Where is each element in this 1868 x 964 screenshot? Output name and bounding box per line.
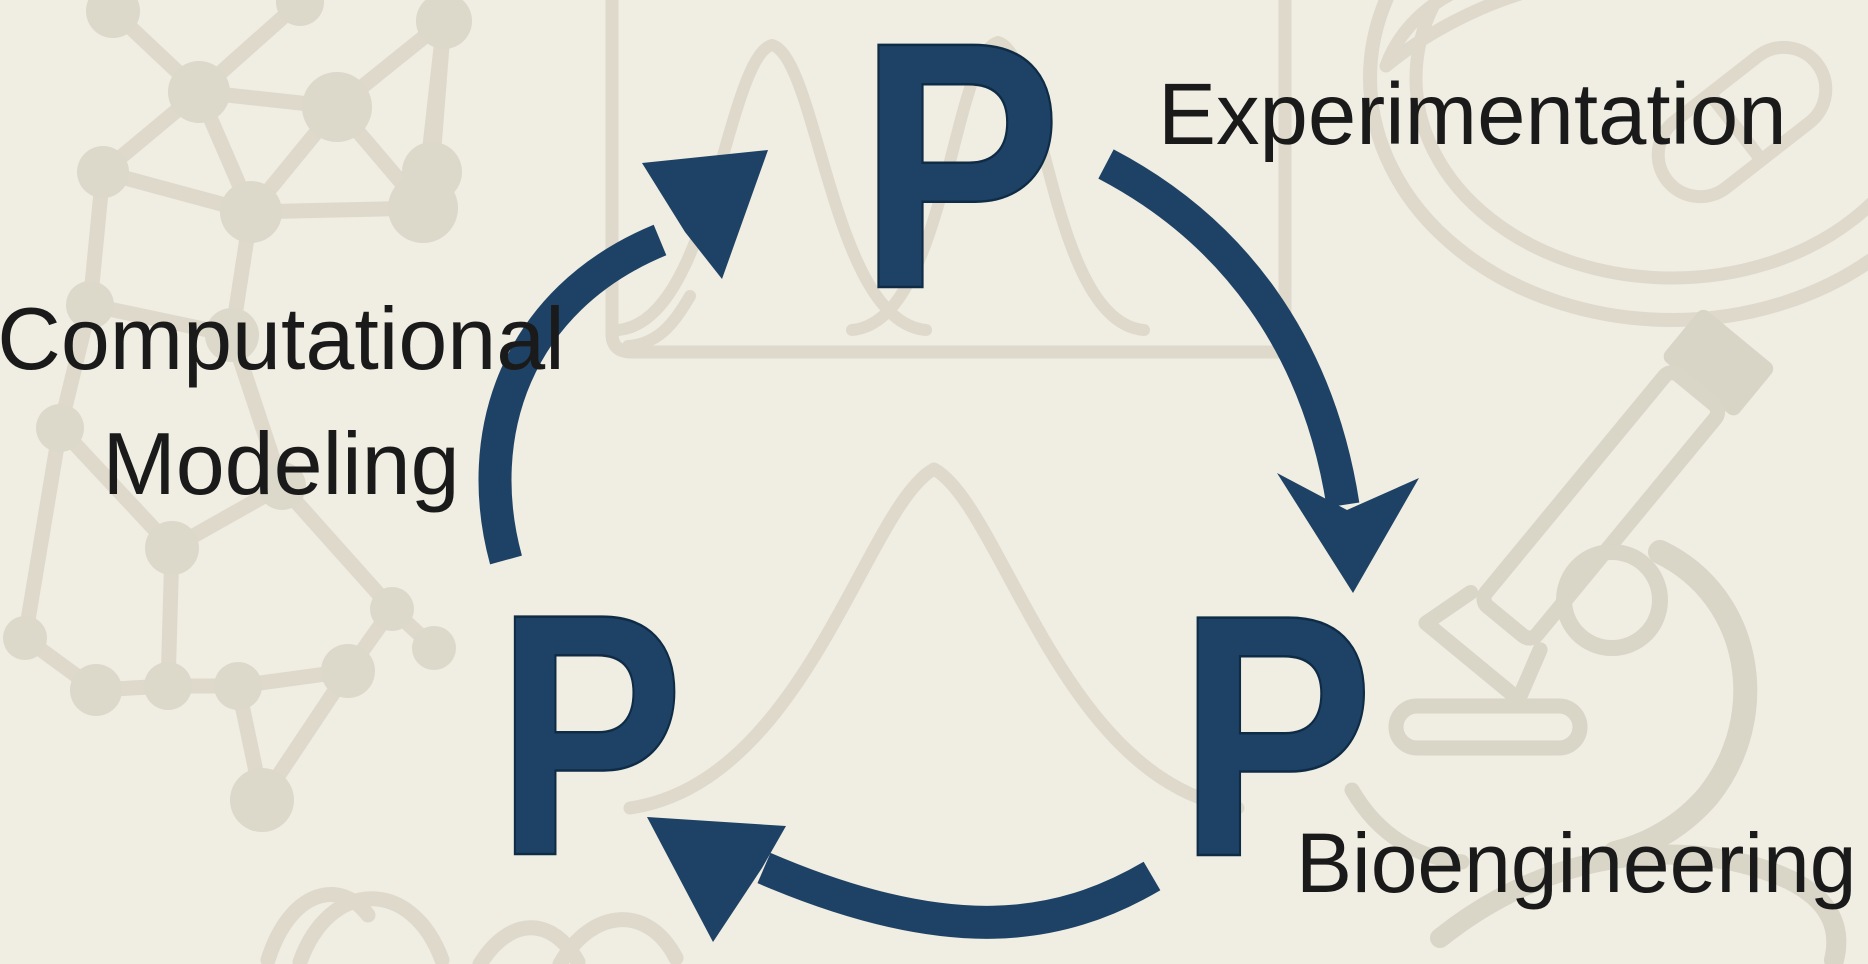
network-node — [70, 664, 122, 716]
cycle-arrow-bottom-arc — [757, 852, 1161, 939]
cycle-arrow-left-arc — [478, 224, 667, 565]
capsule-divider — [1704, 88, 1767, 165]
network-node — [370, 587, 414, 631]
chart-frame-watermark — [605, 0, 1292, 359]
logo-letter-bottom-left: P — [496, 543, 684, 928]
microscope-watermark — [1344, 309, 1847, 964]
squiggle-watermark — [260, 887, 684, 964]
network-graph-watermark — [3, 0, 472, 832]
network-node — [302, 72, 372, 142]
label-computational: Computational — [0, 289, 565, 388]
microscope-eyepiece — [1663, 309, 1774, 416]
chart-bell-curve-2 — [846, 36, 1150, 336]
network-node — [276, 0, 324, 26]
network-node — [86, 0, 140, 38]
network-node — [220, 181, 282, 243]
network-node — [412, 626, 456, 670]
network-node — [321, 644, 375, 698]
logo-letter-bottom-right: P — [1178, 544, 1374, 929]
arrowhead-down-icon — [1277, 473, 1419, 593]
logo-letter-top: P — [858, 0, 1062, 362]
network-node — [77, 146, 129, 198]
network-node — [144, 662, 192, 710]
microscope-arm — [1603, 540, 1758, 865]
bell-curve-watermark — [623, 462, 1245, 815]
label-bioengineering: Bioengineering — [1296, 816, 1856, 910]
logo-letters: P P P — [495, 0, 1376, 930]
petri-inner-rim — [1409, 0, 1868, 285]
network-node — [402, 142, 462, 202]
cycle-arrows — [478, 149, 1419, 942]
microscope-base — [1430, 844, 1847, 964]
microscope-tube — [1418, 309, 1774, 707]
chart-bell-curve-1 — [612, 39, 932, 336]
cycle-arrow-right-down — [1098, 149, 1419, 593]
petri-crescent — [1379, 0, 1523, 73]
network-node — [3, 616, 47, 660]
network-node — [214, 662, 262, 710]
microscope-knob — [1556, 544, 1668, 656]
chart-ogive-curve — [622, 290, 696, 352]
cycle-labels: Experimentation Computational Modeling B… — [0, 66, 1856, 910]
petri-outer-rim — [1363, 0, 1868, 327]
microscope-stage — [1388, 698, 1588, 756]
network-node — [416, 0, 472, 49]
capsule-outline — [1651, 40, 1833, 204]
squiggle-arch-1 — [292, 891, 450, 964]
arrowhead-up-right-icon — [642, 150, 768, 279]
cycle-arrow-right-arc — [1098, 149, 1360, 508]
cycle-arrow-left-up — [478, 150, 768, 565]
network-node — [36, 404, 84, 452]
network-node — [168, 61, 230, 123]
cycle-arrow-bottom-left — [647, 817, 1161, 942]
label-experimentation: Experimentation — [1158, 66, 1787, 163]
squiggle-arch-3 — [552, 912, 684, 964]
watermark-layer — [3, 0, 1868, 964]
network-node — [66, 281, 114, 329]
network-node — [230, 768, 294, 832]
chart-frame — [605, 0, 1292, 359]
microscope-stage-arc — [1344, 782, 1470, 870]
network-node — [205, 308, 259, 362]
arrowhead-up-left-icon — [647, 817, 786, 942]
center-bell-curve — [623, 462, 1245, 815]
microscope-objective — [1418, 584, 1548, 707]
label-modeling: Modeling — [102, 414, 459, 513]
network-edges — [17, 0, 452, 808]
network-node — [258, 462, 306, 510]
petri-dish-watermark — [1363, 0, 1868, 327]
network-nodes — [3, 0, 472, 832]
microscope-tube-body — [1476, 365, 1726, 646]
petri-capsule — [1651, 40, 1833, 204]
network-node — [145, 521, 199, 575]
